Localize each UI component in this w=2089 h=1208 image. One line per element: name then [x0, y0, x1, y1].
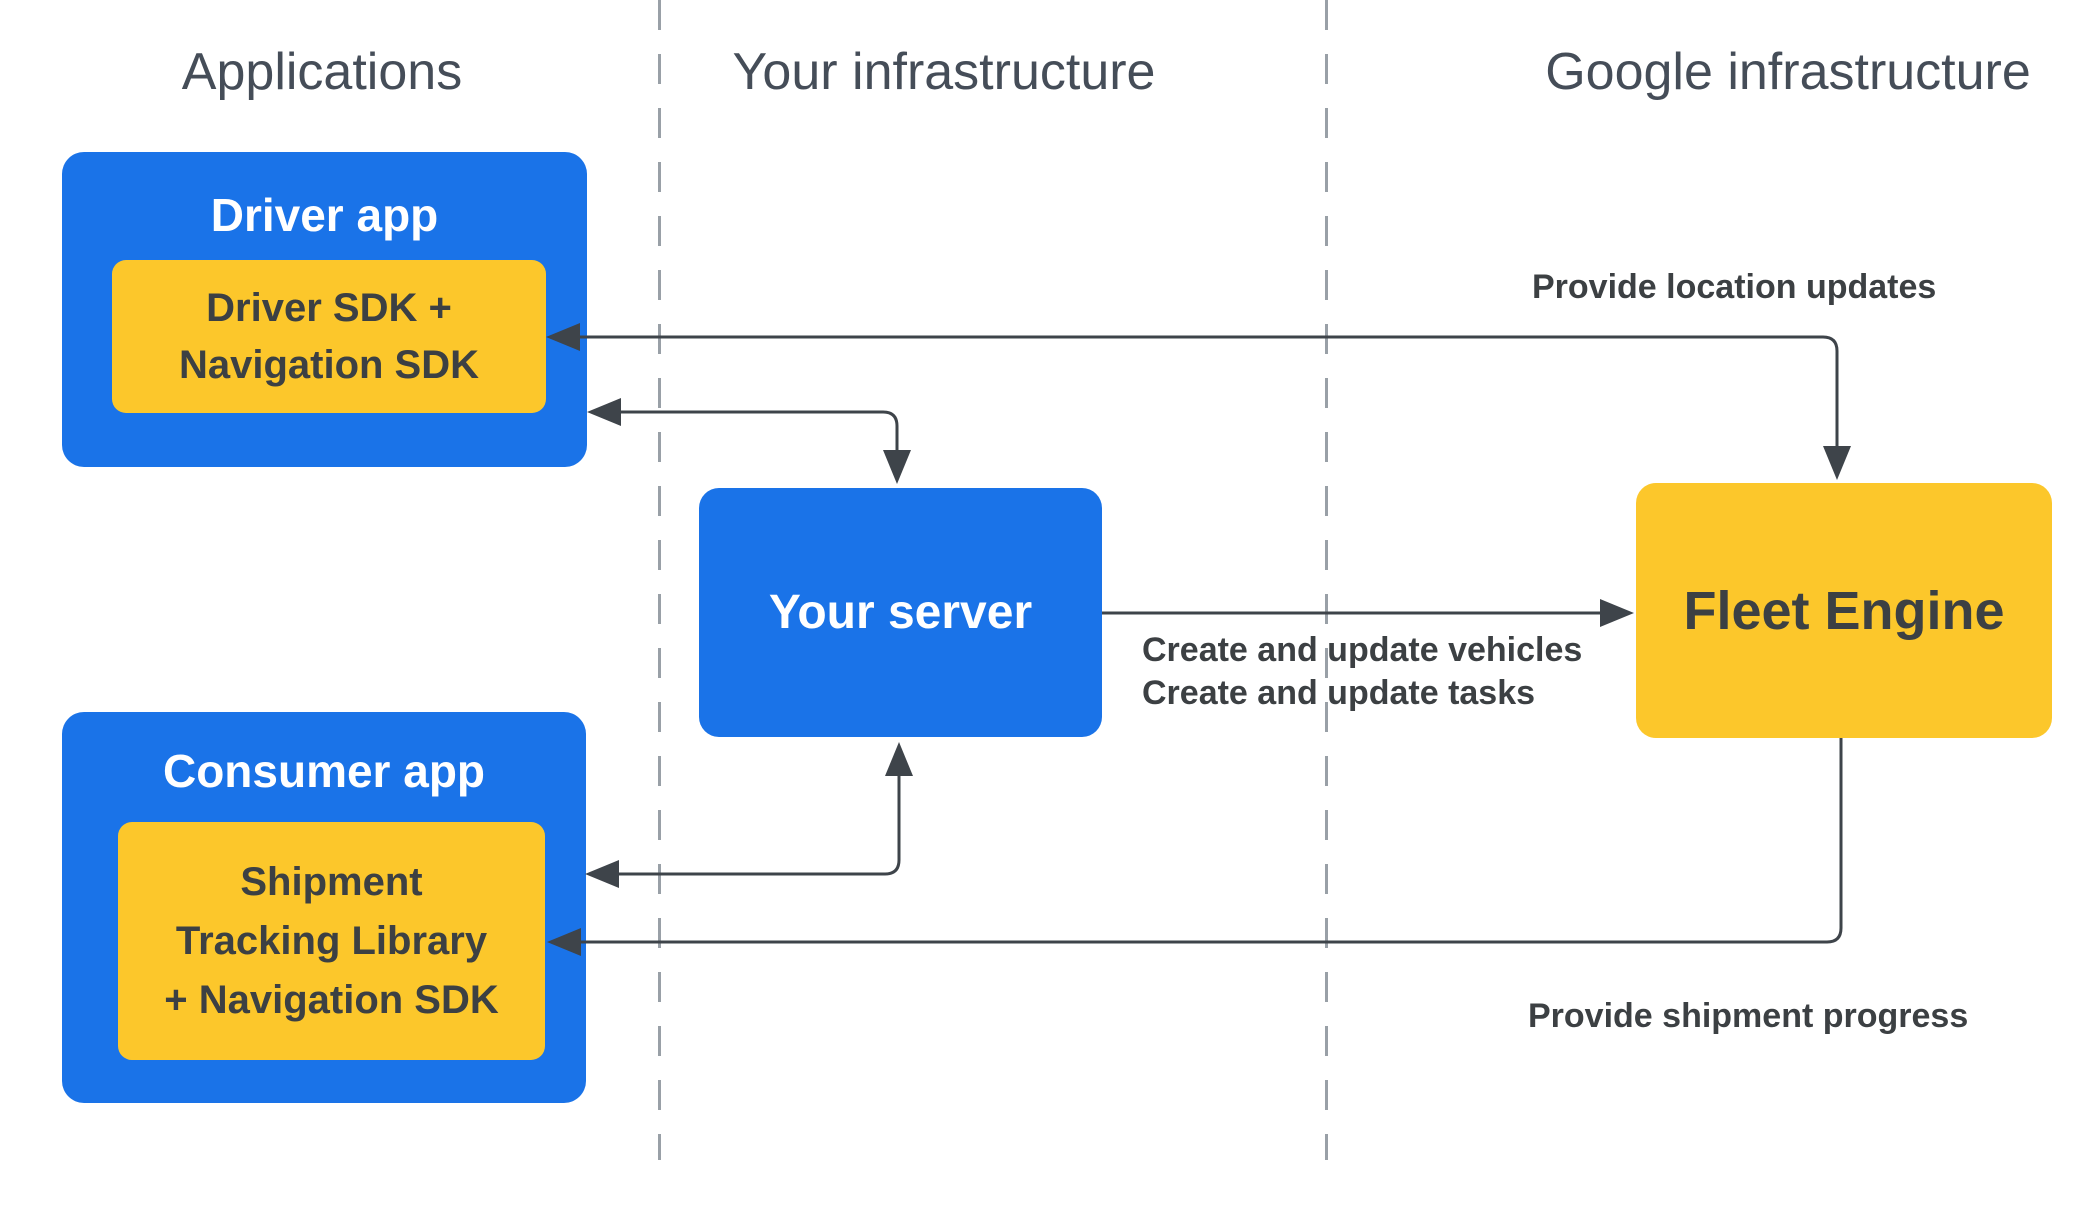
- label-provide-location-updates: Provide location updates: [1532, 268, 1937, 306]
- driver-app-title: Driver app: [210, 189, 439, 241]
- driver-sdk-box: Driver SDK + Navigation SDK: [112, 260, 546, 413]
- column-header-your-infrastructure: Your infrastructure: [732, 43, 1156, 101]
- column-divider-right: [1325, 0, 1328, 1160]
- driver-sdk-line-1: Driver SDK +: [206, 285, 452, 330]
- label-create-update-vehicles: Create and update vehicles: [1142, 631, 1583, 669]
- arrowhead-into-fleet-engine-top: [1823, 446, 1851, 480]
- arrow-fleet-engine-shipment-lib: [581, 738, 1843, 944]
- arrowhead-into-consumer-app: [585, 860, 619, 888]
- arrow-driver-app-your-server: [619, 410, 899, 450]
- arrowhead-into-driver-app: [587, 398, 621, 426]
- your-server-box: Your server: [699, 488, 1102, 737]
- arrowhead-into-driver-sdk: [546, 323, 580, 351]
- consumer-app-title: Consumer app: [162, 745, 486, 797]
- column-divider-left: [658, 0, 661, 1160]
- fleet-engine-box: Fleet Engine: [1636, 483, 2052, 738]
- shipment-lib-line-1: Shipment: [240, 859, 423, 904]
- label-provide-shipment-progress: Provide shipment progress: [1528, 997, 1969, 1035]
- shipment-tracking-library-box: Shipment Tracking Library + Navigation S…: [118, 822, 545, 1060]
- fleet-engine-title: Fleet Engine: [1683, 580, 2005, 641]
- column-header-google-infrastructure: Google infrastructure: [1545, 43, 2031, 101]
- arrowhead-into-your-server-bottom: [885, 742, 913, 776]
- shipment-lib-line-2: Tracking Library: [175, 918, 488, 963]
- column-header-applications: Applications: [181, 43, 463, 101]
- arrow-your-server-consumer-app: [619, 776, 901, 876]
- arrowhead-into-fleet-engine-left: [1600, 599, 1634, 627]
- driver-sdk-line-2: Navigation SDK: [178, 342, 480, 387]
- arrowhead-into-your-server-top: [883, 450, 911, 484]
- your-server-title: Your server: [768, 586, 1033, 639]
- shipment-lib-line-3: + Navigation SDK: [164, 977, 499, 1022]
- label-create-update-tasks: Create and update tasks: [1142, 674, 1536, 712]
- arrow-driver-sdk-fleet-engine: [580, 335, 1839, 446]
- arrowhead-into-shipment-lib: [547, 928, 581, 956]
